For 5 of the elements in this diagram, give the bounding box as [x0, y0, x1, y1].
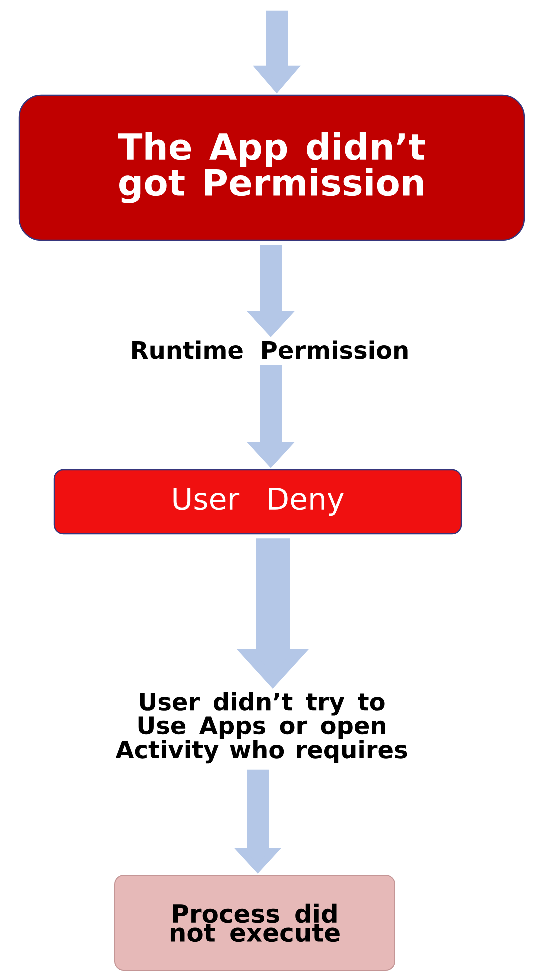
step-text: User didn’t try to Use Apps or open Activity who requires [116, 692, 408, 764]
step-text: Runtime Permission [132, 340, 408, 360]
process-box: User Deny [54, 469, 462, 535]
process-box: Process did not execute [114, 875, 396, 971]
process-box: The App didn’t got Permission [18, 94, 526, 242]
